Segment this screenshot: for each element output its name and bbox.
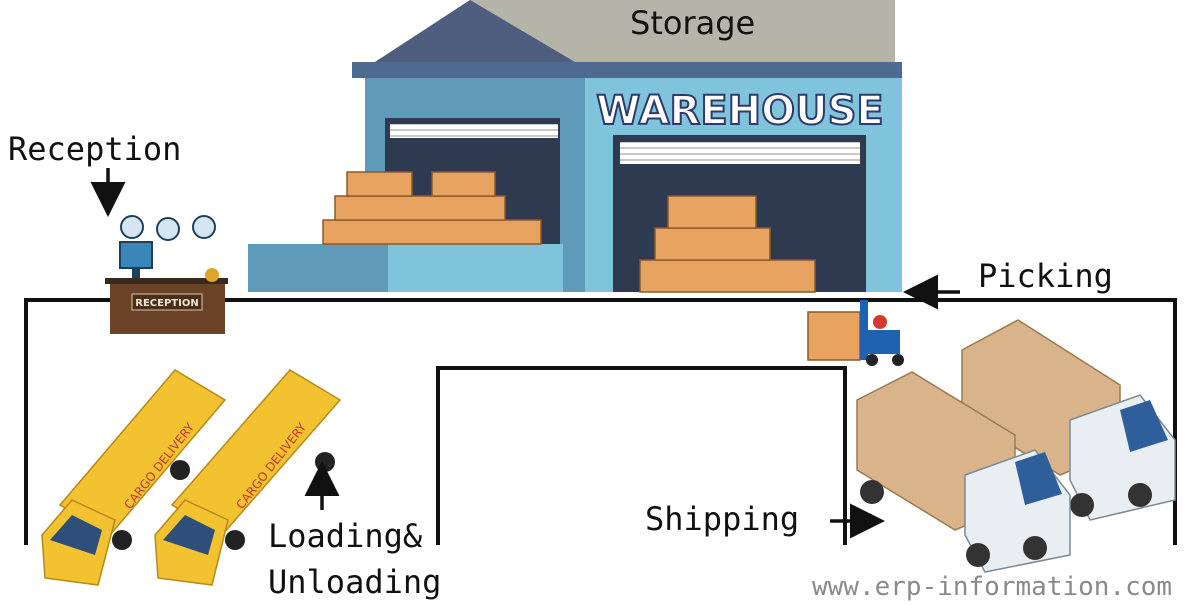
- reception-desk-sign: RECEPTION: [135, 298, 198, 309]
- picking-label: Picking: [978, 257, 1113, 295]
- loading-label-line1: Loading&: [268, 513, 441, 559]
- reception-label: Reception: [8, 130, 181, 168]
- loading-unloading-label: Loading& Unloading: [268, 513, 441, 605]
- storage-label: Storage: [630, 4, 755, 42]
- forklift: [808, 300, 904, 366]
- warehouse-building: WAREHOUSE: [248, 0, 902, 292]
- watermark-url: www.erp-information.com: [812, 572, 1172, 602]
- reception-desk: RECEPTION: [105, 216, 228, 334]
- loading-label-line2: Unloading: [268, 559, 441, 605]
- warehouse-sign: WAREHOUSE: [596, 88, 884, 134]
- shipping-label: Shipping: [645, 500, 799, 538]
